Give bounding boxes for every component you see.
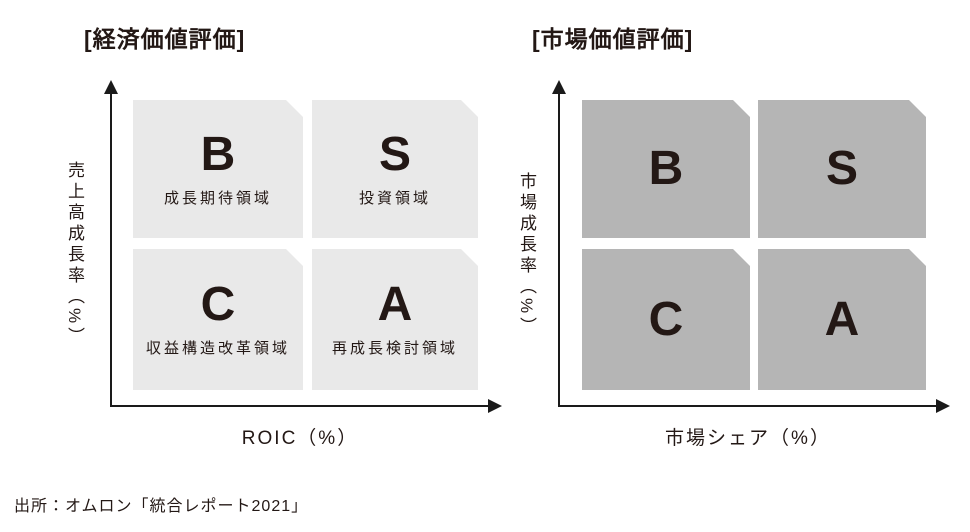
economic-quadrant-s-label: 投資領域	[358, 189, 431, 207]
market-x-axis-label: 市場シェア（%）	[665, 428, 831, 449]
economic-quadrant-c-letter: C	[200, 278, 236, 331]
market-x-axis-arrow-icon	[936, 399, 950, 413]
market-y-axis-label: 市場成長率（%）	[517, 171, 536, 339]
market-quadrant-s: S	[758, 100, 926, 238]
market-quadrant-a-letter: A	[824, 292, 860, 346]
economic-quadrant-a-label: 再成長検討領域	[331, 340, 458, 357]
market-quadrant-s-letter: S	[825, 142, 858, 195]
market-quadrant-c-letter: C	[648, 292, 684, 346]
economic-x-axis-arrow-icon	[488, 399, 502, 413]
economic-x-axis-label: ROIC（%）	[241, 428, 359, 449]
economic-quadrant-b: B 成長期待領域	[133, 100, 303, 238]
market-quadrant-a: A	[758, 249, 926, 390]
market-quadrant-b: B	[582, 100, 750, 238]
market-x-axis-line	[558, 405, 936, 407]
market-y-axis-arrow-icon	[552, 80, 566, 94]
economic-quadrant-c-label: 収益構造改革領域	[145, 340, 290, 357]
economic-y-axis-line	[110, 92, 112, 407]
source-attribution: 出所：オムロン「統合レポート2021」	[14, 498, 309, 515]
economic-quadrant-b-letter: B	[200, 127, 236, 181]
economic-chart-title: [経済価値評価]	[84, 26, 246, 52]
economic-y-axis-label: 売上高成長率（%）	[65, 161, 84, 349]
economic-quadrant-s-letter: S	[378, 127, 411, 181]
economic-quadrant-s: S 投資領域	[312, 100, 478, 238]
economic-quadrant-b-label: 成長期待領域	[163, 189, 272, 207]
market-y-axis-line	[558, 92, 560, 407]
economic-quadrant-c: C 収益構造改革領域	[133, 249, 303, 390]
market-quadrant-c: C	[582, 249, 750, 390]
economic-x-axis-line	[110, 405, 488, 407]
market-chart-title: [市場価値評価]	[532, 26, 694, 52]
market-quadrant-b-letter: B	[648, 142, 684, 195]
economic-quadrant-a-letter: A	[377, 278, 413, 331]
economic-y-axis-arrow-icon	[104, 80, 118, 94]
economic-quadrant-a: A 再成長検討領域	[312, 249, 478, 390]
